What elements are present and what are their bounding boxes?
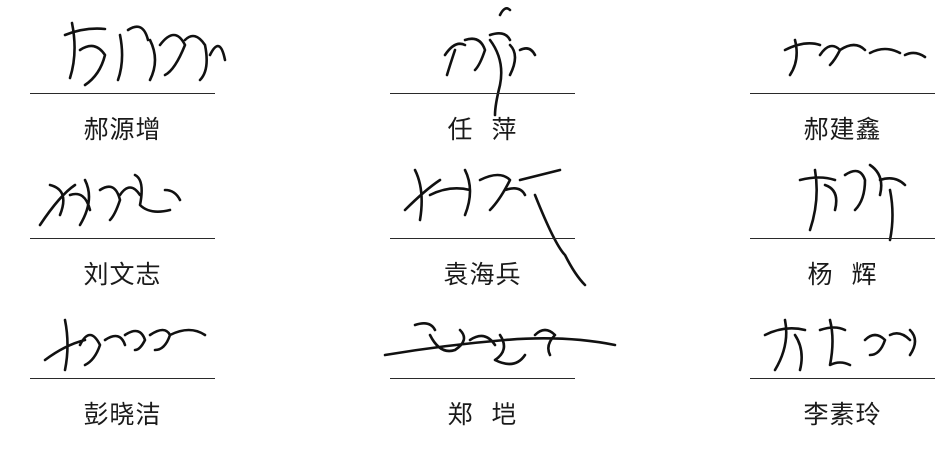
- signature-line: [30, 238, 215, 239]
- signatory-name: 郑 垲: [447, 400, 518, 429]
- handwritten-signature-icon: [63, 21, 227, 87]
- signatory-name: 郝源增: [83, 115, 162, 144]
- signature-block-hao-yuanzeng: 郝源增: [30, 15, 270, 155]
- signature-block-zheng-kai: 郑 垲: [383, 300, 630, 440]
- signature-line: [390, 93, 575, 94]
- signatory-name: 刘文志: [83, 260, 162, 289]
- signature-line: [750, 93, 935, 94]
- signatory-name: 杨 辉: [807, 260, 878, 289]
- signature-line: [390, 378, 575, 379]
- signature-block-hao-jianxin: 郝建鑫: [750, 15, 952, 155]
- handwritten-signature-icon: [403, 168, 587, 287]
- signature-block-yang-hui: 杨 辉: [750, 160, 952, 300]
- signature-block-li-suling: 李素玲: [750, 300, 952, 440]
- signature-line: [750, 238, 935, 239]
- signature-block-liu-wenzhi: 刘文志: [30, 160, 270, 300]
- signatory-name: 彭晓洁: [83, 400, 162, 429]
- handwritten-signature-icon: [38, 173, 182, 227]
- handwritten-signature-icon: [443, 7, 537, 117]
- handwritten-signature-icon: [383, 322, 617, 366]
- signature-line: [30, 93, 215, 94]
- signatory-name: 李素玲: [803, 400, 882, 429]
- signatory-name: 任 萍: [447, 115, 518, 144]
- signature-line: [30, 378, 215, 379]
- handwritten-signature-icon: [798, 163, 907, 242]
- signature-line: [750, 378, 935, 379]
- signature-block-yuan-haibing: 袁海兵: [390, 160, 630, 300]
- signature-line: [390, 238, 575, 239]
- handwritten-signature-icon: [763, 318, 917, 372]
- signatory-name: 郝建鑫: [803, 115, 882, 144]
- handwritten-signature-icon: [783, 38, 927, 77]
- signature-block-ren-ping: 任 萍: [390, 7, 630, 155]
- signatory-name: 袁海兵: [443, 260, 522, 289]
- handwritten-signature-icon: [43, 318, 207, 372]
- signature-block-peng-xiaojie: 彭晓洁: [30, 300, 270, 440]
